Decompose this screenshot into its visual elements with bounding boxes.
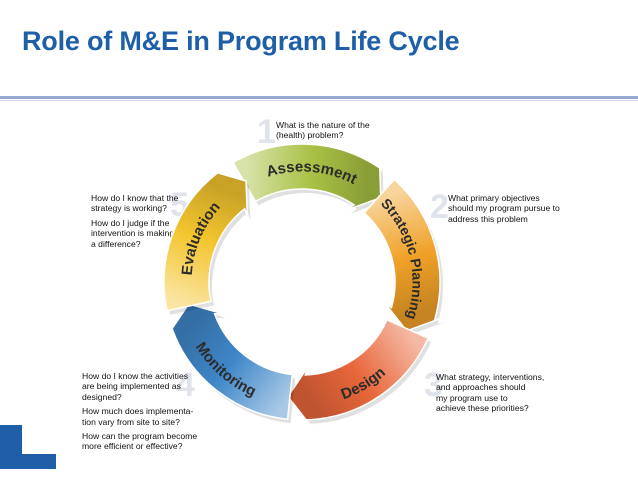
slide-title: Role of M&E in Program Life Cycle xyxy=(22,26,460,56)
stage-4-number: 4 xyxy=(176,366,195,404)
stage-4-questions: How do I know the activities are being i… xyxy=(82,371,197,456)
stage-3-question: What strategy, interventions, and approa… xyxy=(436,372,545,414)
stage-1-questions: What is the nature of the (health) probl… xyxy=(276,120,370,145)
stage-2-questions: What primary objectives should my progra… xyxy=(448,193,560,228)
stage-5-arrow xyxy=(163,169,249,312)
stage-5-question-2: How do I judge if the intervention is ma… xyxy=(91,217,175,249)
stage-2-arrow xyxy=(363,178,444,332)
title-divider xyxy=(0,96,638,99)
stage-4-question-2: How much does implementa- tion vary from… xyxy=(82,406,194,427)
stage-1-number: 1 xyxy=(257,113,276,151)
stage-1-arrow xyxy=(231,143,382,211)
stage-2-question: What primary objectives should my progra… xyxy=(448,193,560,224)
title-divider-thin xyxy=(0,100,638,101)
stage-1-question: What is the nature of the (health) probl… xyxy=(276,120,370,141)
stage-5-question-1: How do I know that the strategy is worki… xyxy=(91,193,179,214)
stage-3-questions: What strategy, interventions, and approa… xyxy=(436,372,544,418)
stage-4-question-3: How can the program become more efficien… xyxy=(82,431,198,452)
stage-3-number: 3 xyxy=(424,366,443,404)
stage-4-question-1: How do I know the activities are being i… xyxy=(82,371,189,402)
corner-accent-horizontal xyxy=(0,454,56,469)
stage-4-arrow xyxy=(166,303,294,421)
stage-5-questions: How do I know that the strategy is worki… xyxy=(91,193,178,253)
stage-2-number: 2 xyxy=(430,188,449,226)
stage-3-arrow xyxy=(286,318,430,429)
